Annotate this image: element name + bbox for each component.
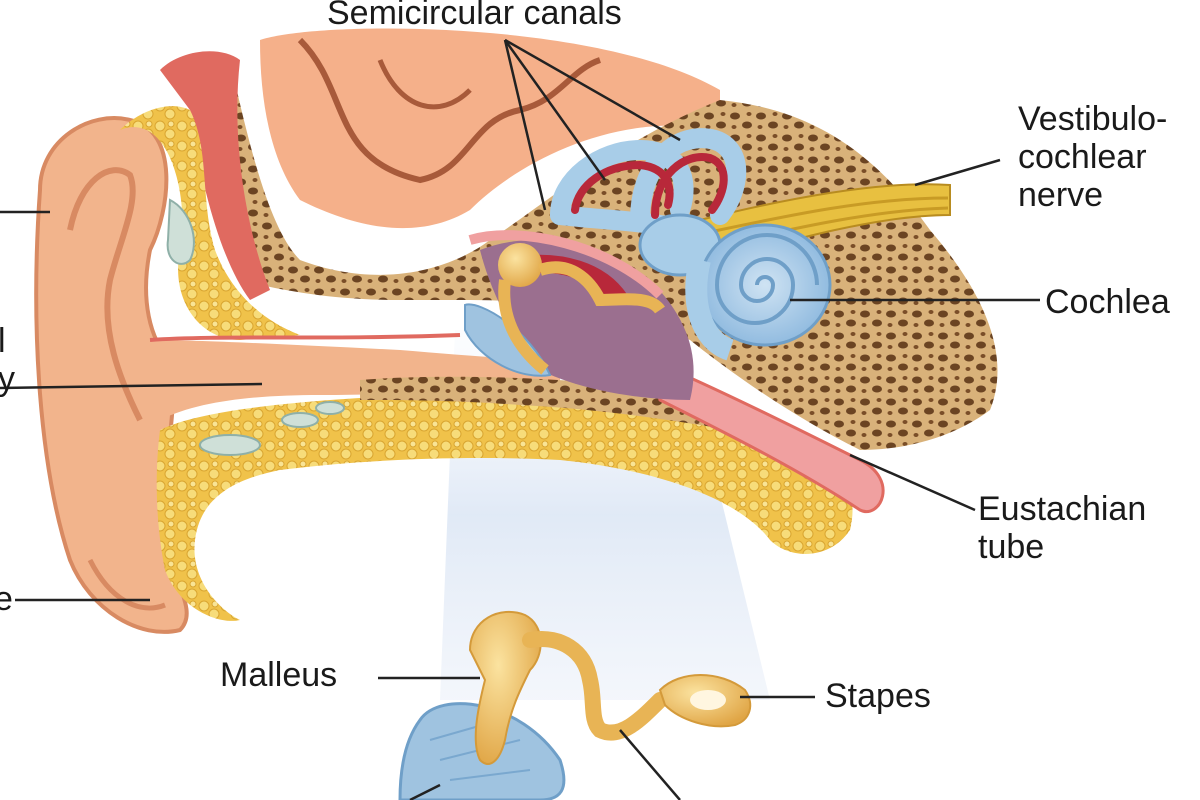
auditory-canal <box>148 340 560 420</box>
fatty-tissue-lower <box>156 393 853 621</box>
fatty-tissue-upper <box>120 106 300 340</box>
eustachian-tube <box>647 357 885 514</box>
eustachian-text-line-2: tube <box>978 528 1045 566</box>
cochlea <box>685 223 832 361</box>
semicircular-canals-text: Semicircular canals <box>327 0 622 32</box>
label-vestibulocochlear-nerve: Vestibulo- cochlear nerve <box>1018 100 1167 214</box>
nerve-text-line-3: nerve <box>1018 176 1104 214</box>
eustachian-text-line-1: Eustachian <box>978 490 1147 528</box>
ossicles-magnified <box>398 610 752 800</box>
label-lobe-partial: e <box>0 580 13 618</box>
nerve-text-line-2: cochlear <box>1018 138 1147 176</box>
label-eustachian-tube: Eustachian tube <box>978 490 1146 566</box>
malleus-head-upper <box>498 243 542 287</box>
head-skin <box>160 51 270 300</box>
leader-lines <box>0 38 1040 800</box>
canal-text-line-2: y <box>0 360 15 398</box>
nerve-text-line-1: Vestibulo- <box>1018 100 1168 138</box>
canal-text-line-1: l <box>0 322 6 360</box>
lobe-text: e <box>0 580 13 618</box>
label-auditory-canal-partial: l y <box>0 322 15 398</box>
label-semicircular-canals: Semicircular canals <box>327 0 622 32</box>
brain-tissue <box>260 28 720 229</box>
label-stapes: Stapes <box>825 677 931 715</box>
stapes-text: Stapes <box>825 677 931 715</box>
malleus-text: Malleus <box>220 656 338 694</box>
label-malleus: Malleus <box>220 656 337 694</box>
label-cochlea: Cochlea <box>1045 283 1170 321</box>
cochlea-text: Cochlea <box>1045 283 1170 321</box>
